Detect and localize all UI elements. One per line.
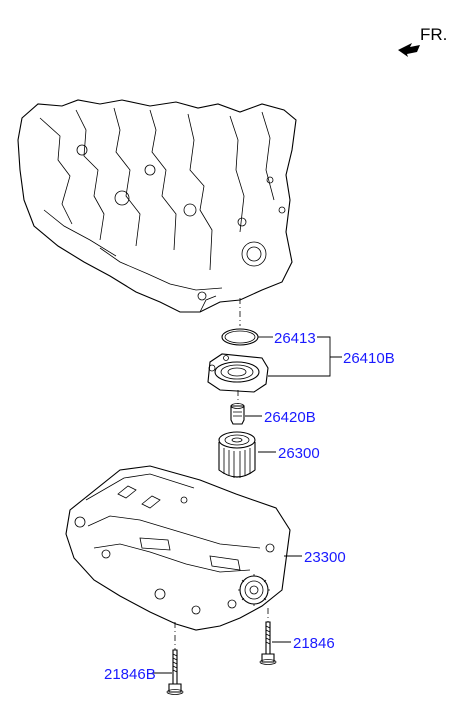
direction-label: FR. bbox=[420, 25, 447, 44]
front-direction-indicator: FR. bbox=[398, 25, 447, 57]
engine-block-illustration bbox=[17, 99, 297, 313]
oil-filter-housing-illustration bbox=[207, 353, 269, 393]
part-label-26300[interactable]: 26300 bbox=[278, 445, 320, 462]
part-label-23300[interactable]: 23300 bbox=[304, 549, 346, 566]
bolt-21846-illustration bbox=[259, 621, 277, 665]
oil-filter-illustration bbox=[218, 431, 256, 478]
part-label-26410b[interactable]: 26410B bbox=[343, 350, 395, 367]
part-label-26420b[interactable]: 26420B bbox=[264, 409, 316, 426]
o-ring-illustration bbox=[221, 328, 259, 346]
connector-fitting-illustration bbox=[230, 403, 245, 425]
leader-line-26410b bbox=[268, 336, 342, 377]
part-label-26413[interactable]: 26413 bbox=[274, 330, 316, 347]
part-label-21846[interactable]: 21846 bbox=[293, 635, 335, 652]
front-arrow-icon bbox=[398, 43, 420, 57]
balance-shaft-module-illustration bbox=[65, 465, 291, 631]
part-label-21846b[interactable]: 21846B bbox=[104, 666, 156, 683]
bolt-21846b-illustration bbox=[166, 649, 184, 695]
